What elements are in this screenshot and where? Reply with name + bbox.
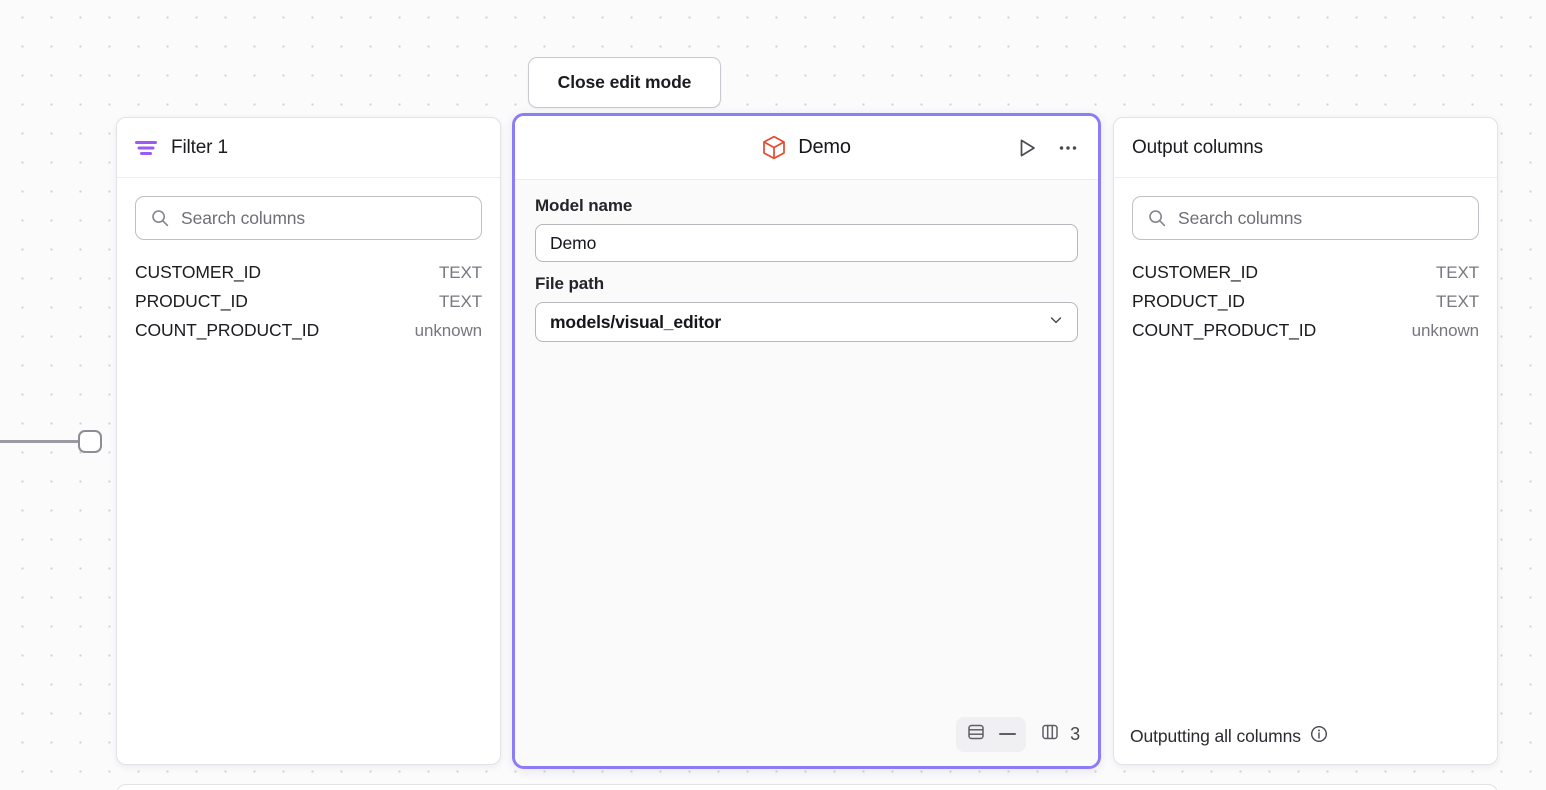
close-edit-mode-button[interactable]: Close edit mode: [528, 57, 721, 108]
file-path-label: File path: [535, 274, 604, 293]
connection-handle[interactable]: [78, 430, 102, 453]
output-search-input[interactable]: Search columns: [1132, 196, 1479, 240]
output-panel-body: Search columns CUSTOMER_ID TEXT PRODUCT_…: [1114, 178, 1497, 708]
row-count-value: [999, 733, 1017, 735]
output-panel-header: Output columns: [1114, 118, 1497, 178]
column-type: TEXT: [438, 263, 482, 282]
chevron-down-icon: [1048, 312, 1064, 333]
info-icon[interactable]: [1310, 725, 1328, 748]
column-type: unknown: [1411, 321, 1479, 340]
model-panel-header: Demo: [515, 116, 1098, 180]
filter-icon: [135, 140, 157, 156]
output-search-placeholder: Search columns: [1178, 207, 1303, 228]
filter-panel[interactable]: Filter 1 Search columns CUSTOMER_ID TEXT: [116, 117, 501, 765]
filter-panel-title: Filter 1: [171, 136, 228, 158]
output-status-text: Outputting all columns: [1130, 725, 1301, 746]
column-name: PRODUCT_ID: [1132, 291, 1245, 311]
filter-panel-body: Search columns CUSTOMER_ID TEXT PRODUCT_…: [117, 178, 500, 764]
filter-panel-header: Filter 1: [117, 118, 500, 178]
column-type: TEXT: [1435, 292, 1479, 311]
columns-icon: [1040, 722, 1060, 747]
column-type: TEXT: [438, 292, 482, 311]
list-item[interactable]: CUSTOMER_ID TEXT: [1132, 258, 1479, 287]
output-columns-panel[interactable]: Output columns Search columns CUSTOMER_I…: [1113, 117, 1498, 765]
model-header-actions: [1013, 134, 1082, 162]
list-item[interactable]: COUNT_PRODUCT_ID unknown: [1132, 316, 1479, 345]
column-name: COUNT_PRODUCT_ID: [1132, 320, 1317, 340]
list-item[interactable]: PRODUCT_ID TEXT: [1132, 287, 1479, 316]
column-count-value: 3: [1070, 723, 1080, 744]
search-icon: [151, 209, 169, 227]
list-item[interactable]: COUNT_PRODUCT_ID unknown: [135, 316, 482, 345]
output-panel-title: Output columns: [1132, 136, 1263, 158]
list-item[interactable]: PRODUCT_ID TEXT: [135, 287, 482, 316]
rows-icon: [966, 722, 986, 747]
cube-icon: [762, 135, 786, 160]
model-name-field[interactable]: Demo: [535, 224, 1078, 262]
column-name: PRODUCT_ID: [135, 291, 248, 311]
column-name: COUNT_PRODUCT_ID: [135, 320, 320, 340]
bottom-panel-partial[interactable]: [116, 784, 1498, 790]
model-panel-title: Demo: [798, 136, 851, 158]
search-icon: [1148, 209, 1166, 227]
column-type: unknown: [414, 321, 482, 340]
column-name: CUSTOMER_ID: [1132, 262, 1258, 282]
model-panel-footer: 3: [515, 708, 1098, 766]
row-count-group[interactable]: [956, 716, 1027, 752]
output-column-list: CUSTOMER_ID TEXT PRODUCT_ID TEXT COUNT_P…: [1132, 258, 1479, 345]
model-name-label: Model name: [535, 196, 633, 215]
run-button[interactable]: [1013, 134, 1041, 162]
output-panel-footer: Outputting all columns: [1114, 708, 1497, 764]
column-name: CUSTOMER_ID: [135, 262, 261, 282]
more-menu-button[interactable]: [1054, 134, 1082, 162]
model-panel-body: Model name Demo File path models/visual_…: [515, 180, 1098, 708]
list-item[interactable]: CUSTOMER_ID TEXT: [135, 258, 482, 287]
column-type: TEXT: [1435, 263, 1479, 282]
column-count-group[interactable]: 3: [1040, 722, 1080, 747]
connection-edge: [0, 440, 80, 443]
file-path-select[interactable]: models/visual_editor: [535, 302, 1078, 342]
filter-search-placeholder: Search columns: [181, 207, 306, 228]
filter-column-list: CUSTOMER_ID TEXT PRODUCT_ID TEXT COUNT_P…: [135, 258, 482, 345]
filter-search-input[interactable]: Search columns: [135, 196, 482, 240]
model-panel[interactable]: Demo Model name Demo Fi: [512, 113, 1101, 769]
file-path-value: models/visual_editor: [550, 311, 722, 332]
